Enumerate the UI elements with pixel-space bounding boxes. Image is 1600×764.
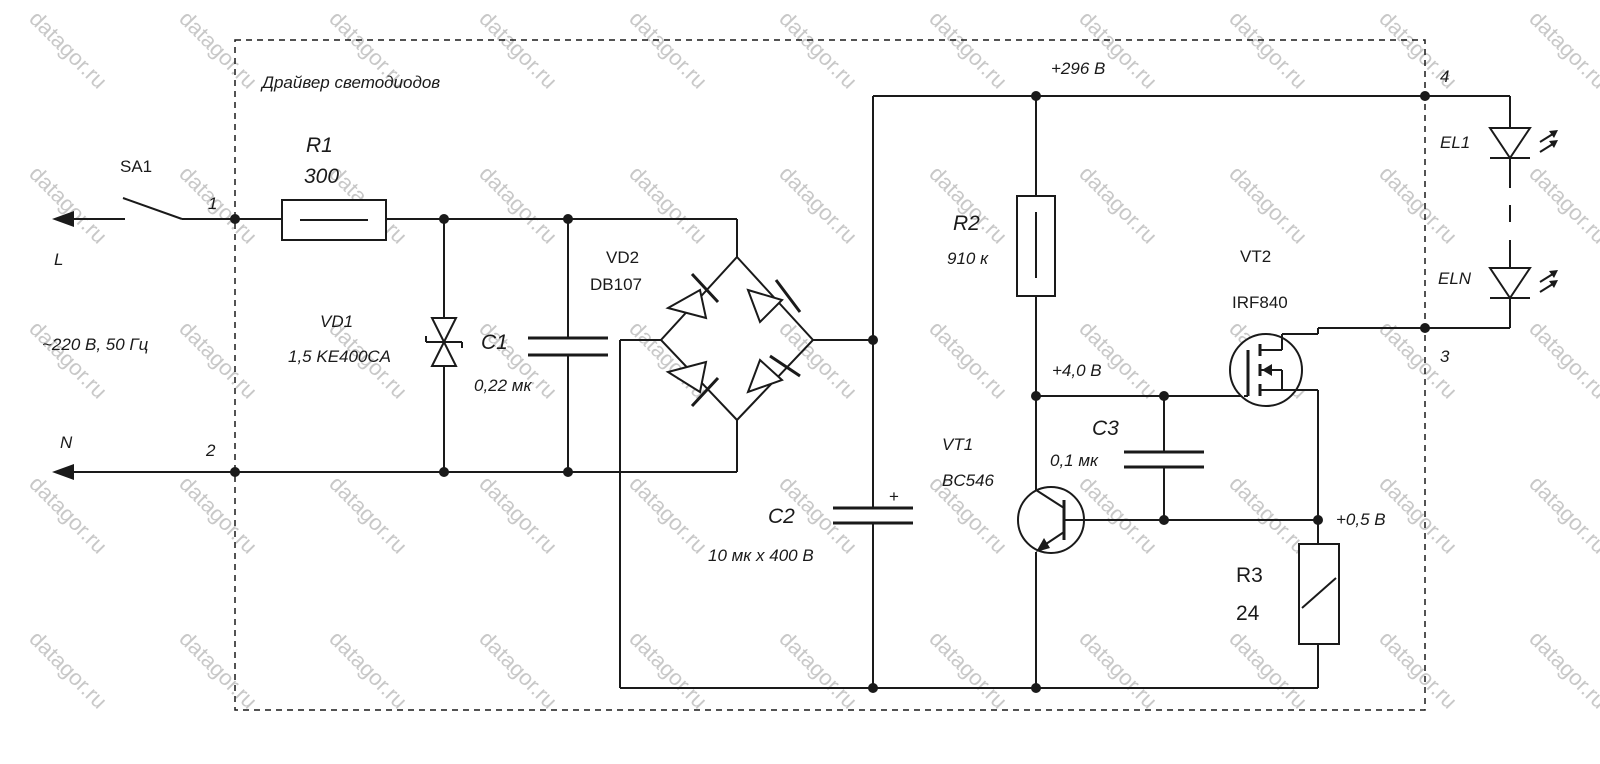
- node-3-label: 3: [1440, 347, 1450, 366]
- resistor-r1: [281, 199, 387, 241]
- mains-N-label: N: [60, 433, 73, 452]
- watermark-text: datagor.ru: [1524, 161, 1600, 249]
- junction-dots: [230, 91, 1430, 693]
- vd1-name: VD1: [320, 312, 353, 331]
- watermark-text: datagor.ru: [474, 471, 562, 559]
- vt2-name: VT2: [1240, 247, 1271, 266]
- line-L: [52, 197, 235, 227]
- watermark-text: datagor.ru: [1074, 316, 1162, 404]
- watermark-text: datagor.ru: [624, 471, 712, 559]
- watermark-text: datagor.ru: [24, 161, 112, 249]
- led-el1: [1488, 96, 1558, 188]
- watermark-text: datagor.ru: [924, 161, 1012, 249]
- c2-value: 10 мк х 400 В: [708, 546, 814, 565]
- watermark-text: datagor.ru: [174, 6, 262, 94]
- vd1-value: 1,5 KE400CA: [288, 347, 391, 366]
- capacitor-c1: [528, 219, 608, 472]
- tvs-diode-vd1: [425, 219, 463, 472]
- vt1-name: VT1: [942, 435, 973, 454]
- watermark-text: datagor.ru: [1524, 471, 1600, 559]
- vt1-value: BC546: [942, 471, 995, 490]
- r1-value: 300: [304, 165, 339, 188]
- watermark-text: datagor.ru: [1374, 626, 1462, 714]
- watermark-text: datagor.ru: [324, 471, 412, 559]
- c2-name: C2: [768, 505, 795, 528]
- vt2-value: IRF840: [1232, 293, 1288, 312]
- capacitor-c3: [1124, 396, 1204, 520]
- watermark-text: datagor.ru: [1524, 626, 1600, 714]
- capacitor-c2: [833, 506, 913, 525]
- r1-name: R1: [306, 134, 333, 157]
- mains-L-label: L: [54, 250, 63, 269]
- r2-name: R2: [953, 212, 980, 235]
- voltage-4v: +4,0 В: [1052, 361, 1102, 380]
- frame-title: Драйвер светодиодов: [260, 73, 440, 92]
- mosfet-vt2: [1229, 333, 1318, 407]
- watermark-text: datagor.ru: [1374, 161, 1462, 249]
- watermark-text: datagor.ru: [324, 626, 412, 714]
- led-eln: [1488, 240, 1558, 328]
- watermark-text: datagor.ru: [1374, 471, 1462, 559]
- watermark-text: datagor.ru: [24, 471, 112, 559]
- c2-plus: +: [889, 487, 899, 506]
- line-N: [52, 464, 235, 480]
- el1-label: EL1: [1440, 133, 1470, 152]
- node-2-label: 2: [205, 441, 216, 460]
- vd2-name: VD2: [606, 248, 639, 267]
- vd2-value: DB107: [590, 275, 642, 294]
- diode-bridge-vd2: [659, 255, 815, 422]
- c3-name: C3: [1092, 417, 1119, 440]
- watermark-text: datagor.ru: [474, 161, 562, 249]
- r3-value: 24: [1236, 602, 1260, 625]
- watermark-text: datagor.ru: [924, 626, 1012, 714]
- watermark-text: datagor.ru: [1524, 316, 1600, 404]
- driver-frame: [234, 39, 1426, 711]
- watermark-text: datagor.ru: [1074, 626, 1162, 714]
- watermark-text: datagor.ru: [1074, 6, 1162, 94]
- eln-label: ELN: [1438, 269, 1472, 288]
- watermark-text: datagor.ru: [624, 161, 712, 249]
- node-1-label: 1: [208, 194, 217, 213]
- watermark-text: datagor.ru: [924, 6, 1012, 94]
- watermark-text: datagor.ru: [174, 471, 262, 559]
- c1-value: 0,22 мк: [474, 376, 532, 395]
- watermark-text: datagor.ru: [1224, 161, 1312, 249]
- watermark-text: datagor.ru: [24, 6, 112, 94]
- watermark-text: datagor.ru: [1074, 471, 1162, 559]
- voltage-0-5v: +0,5 В: [1336, 510, 1386, 529]
- watermark-text: datagor.ru: [924, 316, 1012, 404]
- watermark-text: datagor.ru: [24, 316, 112, 404]
- watermark-text: datagor.ru: [174, 626, 262, 714]
- c1-name: C1: [481, 331, 508, 354]
- watermark-text: datagor.ru: [474, 6, 562, 94]
- watermark-text: datagor.ru: [1524, 6, 1600, 94]
- c3-value: 0,1 мк: [1050, 451, 1099, 470]
- watermark-layer: datagor.ru datagor.ru datagor.ru datagor.ru…: [24, 6, 1600, 714]
- switch-sa1-label: SA1: [120, 157, 152, 176]
- watermark-text: datagor.ru: [774, 6, 862, 94]
- watermark-text: datagor.ru: [774, 316, 862, 404]
- watermark-text: datagor.ru: [474, 626, 562, 714]
- watermark-text: datagor.ru: [174, 316, 262, 404]
- watermark-text: datagor.ru: [174, 161, 262, 249]
- voltage-296: +296 В: [1051, 59, 1105, 78]
- watermark-text: datagor.ru: [624, 626, 712, 714]
- watermark-text: datagor.ru: [1074, 161, 1162, 249]
- r2-value: 910 к: [947, 249, 989, 268]
- r3-name: R3: [1236, 564, 1263, 587]
- watermark-text: datagor.ru: [774, 626, 862, 714]
- mains-voltage-label: ~220 В, 50 Гц: [42, 335, 149, 354]
- transistor-vt1: [1017, 396, 1320, 688]
- watermark-text: datagor.ru: [24, 626, 112, 714]
- watermark-text: datagor.ru: [1224, 6, 1312, 94]
- watermark-text: datagor.ru: [774, 161, 862, 249]
- node-4-label: 4: [1440, 67, 1449, 86]
- watermark-text: datagor.ru: [624, 6, 712, 94]
